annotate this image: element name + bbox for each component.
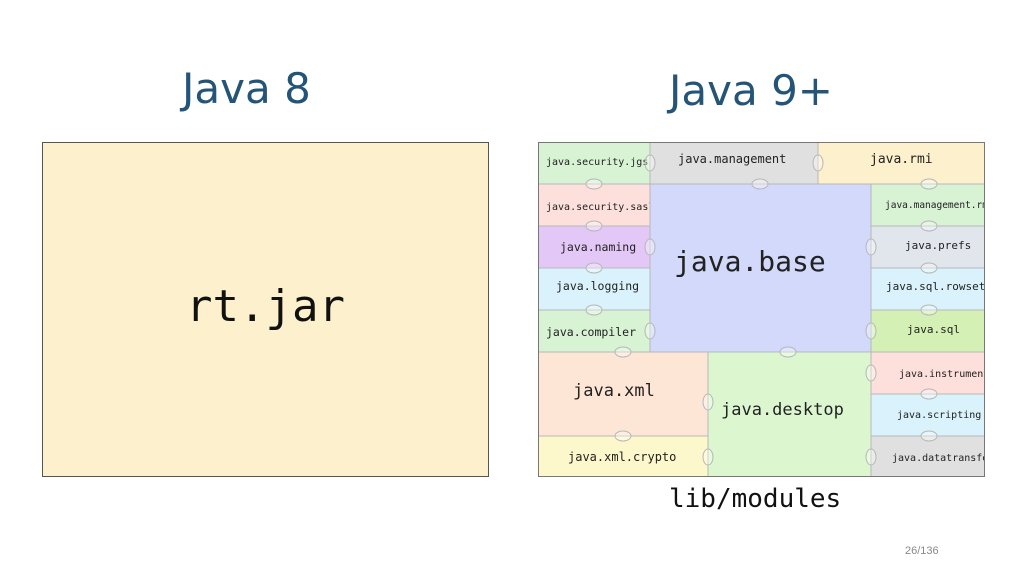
module-label-java-datatransfer: java.datatransfer bbox=[892, 453, 985, 464]
puzzle-tab bbox=[920, 178, 938, 190]
module-piece-shape bbox=[870, 267, 985, 311]
java9-heading: Java 9+ bbox=[669, 66, 833, 115]
puzzle-tab bbox=[865, 322, 877, 340]
puzzle-tab bbox=[614, 346, 632, 358]
puzzle-tab bbox=[585, 178, 603, 190]
puzzle-tab bbox=[644, 322, 656, 340]
module-piece-java-security-jgss: java.security.jgss bbox=[538, 142, 654, 185]
module-piece-shape bbox=[649, 183, 872, 353]
puzzle-tab bbox=[751, 178, 769, 190]
module-label-java-management-rmi: java.management.rmi bbox=[885, 200, 985, 211]
module-piece-shape bbox=[538, 225, 651, 269]
module-label-java-security-sasl: java.security.sasl bbox=[546, 202, 654, 213]
puzzle-tab bbox=[702, 393, 714, 411]
module-piece-shape bbox=[538, 309, 651, 353]
module-piece-java-security-sasl: java.security.sasl bbox=[538, 183, 654, 227]
module-label-java-prefs: java.prefs bbox=[905, 239, 971, 252]
module-piece-java-logging: java.logging bbox=[538, 267, 651, 311]
puzzle-tab bbox=[920, 388, 938, 400]
puzzle-tab bbox=[920, 262, 938, 274]
module-piece-shape bbox=[870, 393, 985, 437]
page-number: 26/136 bbox=[905, 545, 939, 557]
module-piece-java-xml: java.xml bbox=[538, 351, 709, 437]
module-piece-shape bbox=[538, 435, 709, 477]
module-piece-java-instrument: java.instrument bbox=[870, 351, 985, 395]
module-piece-java-base: java.base bbox=[649, 183, 872, 353]
module-label-java-security-jgss: java.security.jgss bbox=[546, 157, 654, 168]
puzzle-frame bbox=[538, 142, 985, 477]
rt-jar-box: rt.jar bbox=[42, 142, 489, 477]
module-label-java-management: java.management bbox=[678, 152, 786, 166]
module-piece-java-scripting: java.scripting bbox=[870, 393, 985, 437]
module-piece-shape bbox=[870, 225, 985, 269]
module-label-java-sql: java.sql bbox=[907, 323, 960, 336]
module-piece-shape bbox=[538, 351, 709, 437]
module-piece-java-desktop: java.desktop bbox=[707, 351, 872, 477]
module-piece-java-management-rmi: java.management.rmi bbox=[870, 183, 985, 227]
module-piece-java-sql-rowset: java.sql.rowset bbox=[870, 267, 985, 311]
module-piece-shape bbox=[870, 183, 985, 227]
module-piece-shape bbox=[870, 351, 985, 395]
module-label-java-scripting: java.scripting bbox=[897, 410, 981, 421]
puzzle-tab bbox=[865, 238, 877, 256]
rt-jar-label: rt.jar bbox=[186, 281, 345, 332]
puzzle-tab bbox=[865, 448, 877, 466]
module-piece-shape bbox=[870, 435, 985, 477]
puzzle-tab bbox=[920, 304, 938, 316]
module-label-java-logging: java.logging bbox=[556, 279, 639, 293]
module-piece-shape bbox=[649, 142, 819, 185]
module-label-java-xml: java.xml bbox=[573, 381, 655, 401]
module-label-java-sql-rowset: java.sql.rowset bbox=[886, 280, 985, 293]
module-piece-java-sql: java.sql bbox=[870, 309, 985, 353]
module-label-java-base: java.base bbox=[674, 245, 826, 278]
puzzle-tab bbox=[585, 304, 603, 316]
module-piece-shape bbox=[538, 183, 651, 227]
module-label-java-xml-crypto: java.xml.crypto bbox=[568, 450, 676, 464]
module-piece-java-prefs: java.prefs bbox=[870, 225, 985, 269]
module-piece-java-compiler: java.compiler bbox=[538, 309, 651, 353]
module-label-java-desktop: java.desktop bbox=[721, 400, 844, 420]
module-piece-shape bbox=[870, 309, 985, 353]
module-label-java-rmi: java.rmi bbox=[870, 152, 933, 167]
puzzle-tab bbox=[865, 364, 877, 382]
module-piece-java-xml-crypto: java.xml.crypto bbox=[538, 435, 709, 477]
module-label-java-compiler: java.compiler bbox=[546, 325, 636, 339]
puzzle-tab bbox=[585, 262, 603, 274]
puzzle-tab bbox=[644, 154, 656, 172]
module-label-java-instrument: java.instrument bbox=[899, 369, 985, 380]
module-piece-java-datatransfer: java.datatransfer bbox=[870, 435, 985, 477]
module-label-java-naming: java.naming bbox=[560, 240, 636, 254]
puzzle-tab bbox=[702, 448, 714, 466]
module-piece-java-rmi: java.rmi bbox=[817, 142, 985, 185]
java8-heading: Java 8 bbox=[182, 64, 311, 113]
puzzle-tab bbox=[812, 154, 824, 172]
puzzle-tab bbox=[779, 346, 797, 358]
puzzle-tab bbox=[644, 238, 656, 256]
puzzle-tab bbox=[585, 220, 603, 232]
puzzle-tab bbox=[920, 430, 938, 442]
module-piece-java-naming: java.naming bbox=[538, 225, 651, 269]
module-piece-shape bbox=[707, 351, 872, 477]
puzzle-tab bbox=[920, 220, 938, 232]
puzzle-tab bbox=[614, 430, 632, 442]
module-piece-java-management: java.management bbox=[649, 142, 819, 185]
module-puzzle: java.security.jgss java.management java.rm… bbox=[538, 142, 985, 477]
lib-modules-caption: lib/modules bbox=[669, 484, 842, 514]
